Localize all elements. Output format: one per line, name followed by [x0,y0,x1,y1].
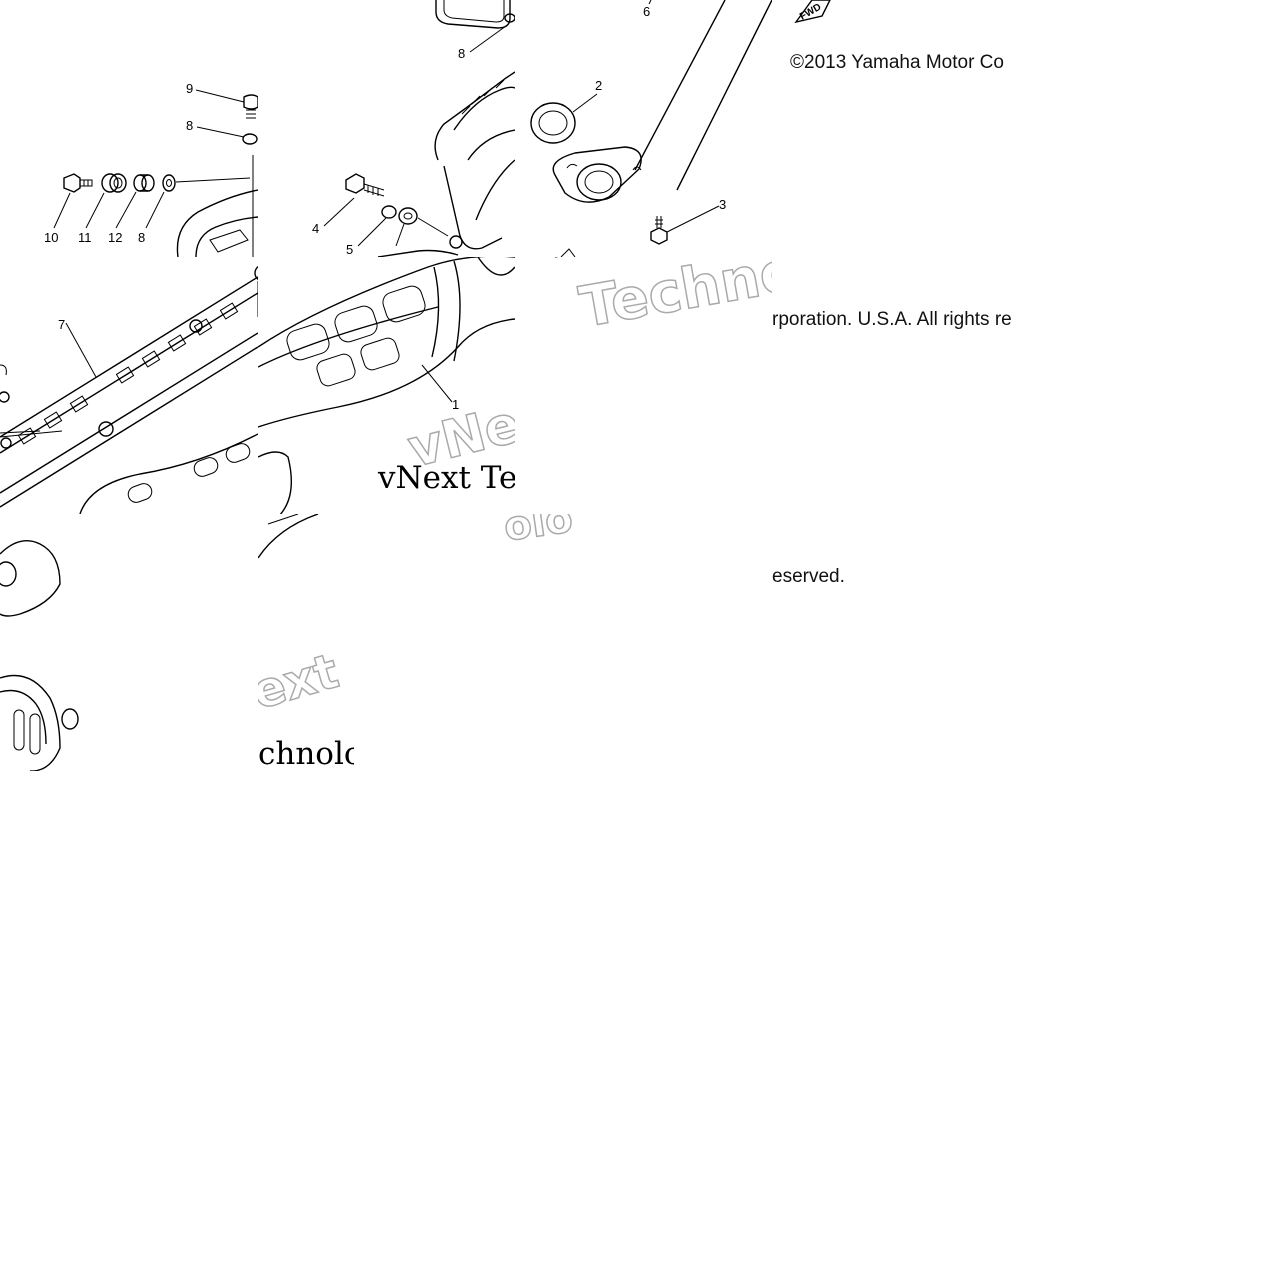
watermark-outline-ext: ext [258,642,345,721]
callout-8-mid: 8 [458,46,465,61]
copyright-line-2: rporation. U.S.A. All rights re [772,309,1012,330]
diagram-tile-muffler: 1 vNext Te vNe [258,257,515,514]
exhaust-pipe [634,0,726,171]
callout-8-lower: 8 [138,230,145,245]
diagram-tile-lower-strip: olo [354,514,612,544]
diagram-tile-end-cap [0,514,258,771]
fwd-drawing: FWD [794,0,831,24]
screw-head [243,94,258,110]
muffler-ribs [286,285,426,387]
diagram-tile-hardware: 9 8 10 11 12 8 [0,0,258,257]
washer-small [162,174,176,192]
callout-12: 12 [108,230,122,245]
callout-6: 6 [643,4,650,19]
callout-2: 2 [595,78,602,93]
exhaust-flange [552,146,642,203]
fwd-label: FWD [798,2,823,23]
lock-washer [381,205,397,219]
bolt-4 [345,173,365,194]
diagram-tile-flange: 6 2 3 [515,0,772,257]
callout-1: 1 [452,397,459,412]
heat-shield-drawing: 7 [0,265,258,514]
diagram-tile-copyright-top: FWD ©2013 Yamaha Motor Co [772,0,1029,257]
diagram-tile-heat-shield: 7 [0,257,258,514]
bushing [101,173,119,193]
exhaust-gasket [530,102,576,144]
diagram-tile-bracket: 8 4 5 [258,0,515,257]
callout-11: 11 [78,230,92,245]
heat-shield [0,276,258,438]
gasket [435,0,511,29]
mounting-bracket [434,71,515,161]
flange-bolt [650,227,668,245]
fwd-arrow-icon [794,0,831,24]
flange-drawing: 6 2 3 [530,0,772,257]
bracket-drawing: 8 4 5 [312,0,515,257]
hardware-drawing: 9 8 10 11 12 8 [44,81,258,257]
washer [242,133,258,145]
end-cap-bracket [0,540,61,617]
copyright-line-1: ©2013 Yamaha Motor Co [790,52,1004,73]
heat-guard-edge [176,189,258,257]
callout-5: 5 [346,242,353,257]
watermark-serif-vnext: vNext Te [378,460,515,496]
bolt [63,173,81,193]
callout-7: 7 [58,317,65,332]
watermark-serif-chnolo: chnolo [258,736,354,771]
end-cap-drawing [0,540,79,771]
muffler-drawing: 1 [258,257,515,514]
callout-4: 4 [312,221,319,236]
callout-9: 9 [186,81,193,96]
callout-3: 3 [719,197,726,212]
diagram-tile-watermark: Techno [515,257,772,514]
muffler-body [258,257,515,348]
flat-washer [398,207,418,225]
copyright-line-3: eserved. [772,566,845,587]
tail-cap [0,674,61,771]
callout-8-upper: 8 [186,118,193,133]
callout-10: 10 [44,230,58,245]
diagram-tile-lower-mid: ext chnolo [258,514,354,771]
watermark-outline-olo: olo [500,514,576,544]
